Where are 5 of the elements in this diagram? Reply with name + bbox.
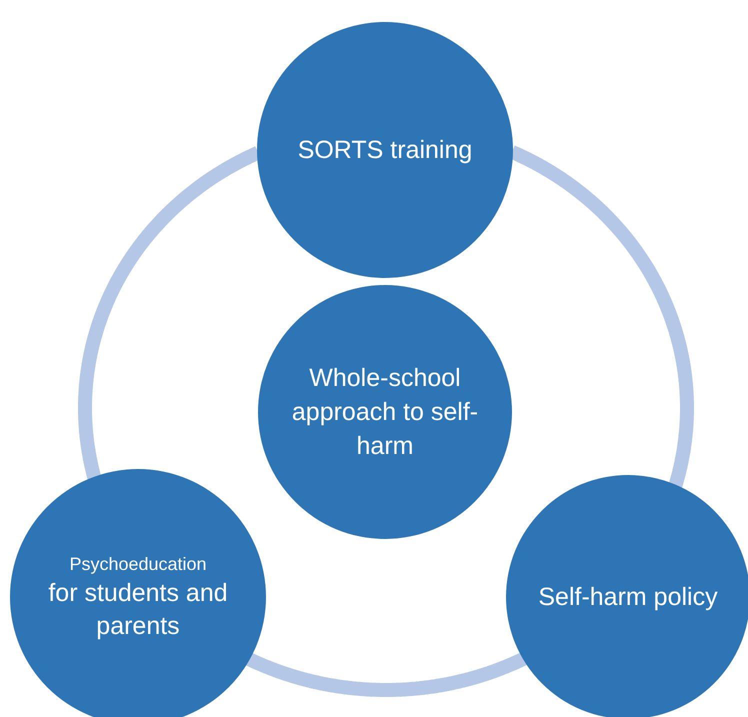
node-label: Self-harm policy	[538, 582, 718, 613]
node-label: Psychoeducation	[69, 553, 207, 576]
node-label: SORTS training	[298, 135, 472, 166]
node-label: for students and parents	[47, 578, 229, 642]
node-label: Whole-school approach to self-harm	[290, 363, 480, 462]
